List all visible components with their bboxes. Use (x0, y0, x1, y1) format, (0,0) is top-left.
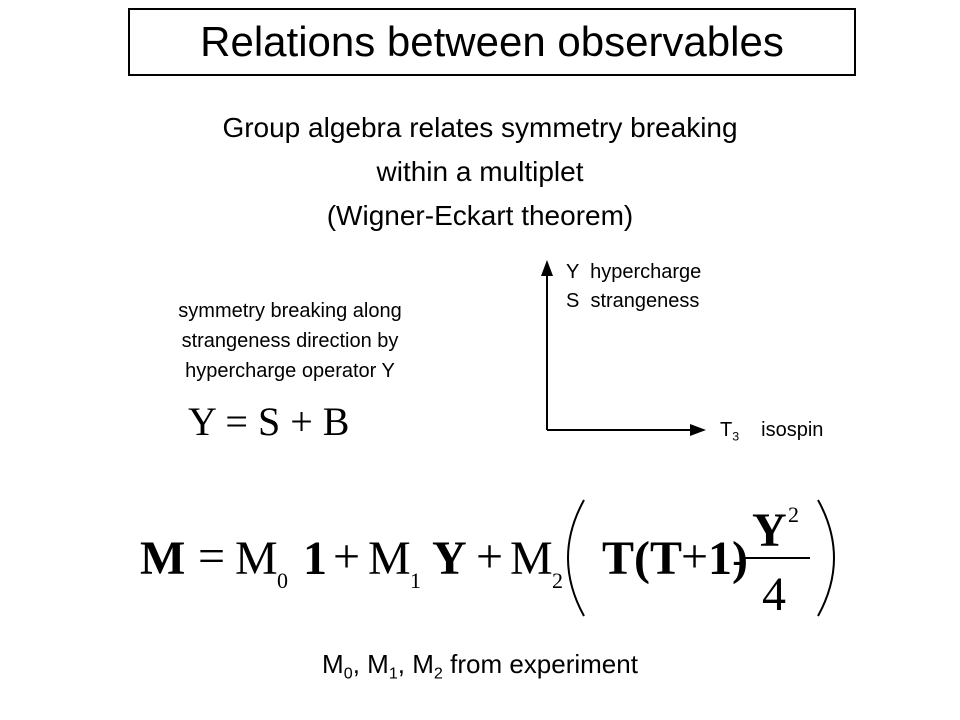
subtitle-line-2: within a multiplet (376, 156, 584, 187)
formula-m0: M (235, 532, 278, 585)
mass-formula: M = M 0 1 + M 1 Y + M 2 T(T + 1) - Y 2 4 (140, 499, 835, 621)
footer-note: M0, M1, M2 from experiment (0, 649, 960, 683)
symmetry-line-2: strangeness direction by (181, 330, 399, 352)
y-axis-label-hypercharge: Y hypercharge (566, 261, 702, 283)
formula-numerator-exp: 2 (788, 502, 799, 527)
slide-title: Relations between observables (200, 18, 784, 65)
formula-m2-sub: 2 (552, 568, 563, 593)
symmetry-line-3: hypercharge operator Y (185, 360, 395, 382)
footer-m1: M (367, 649, 389, 679)
formula-y: Y (432, 532, 467, 585)
formula-m2: M (510, 532, 553, 585)
subtitle: Group algebra relates symmetry breaking … (0, 106, 960, 238)
x-axis-label: T3 isospin (720, 419, 824, 444)
x-axis-text: isospin (761, 419, 824, 441)
formula-m0-sub: 0 (277, 568, 288, 593)
formula-minus: - (732, 539, 745, 583)
formula-equals: = (198, 530, 225, 583)
formula-t-term: T(T (602, 532, 682, 585)
y-axis-label-strangeness: S strangeness (566, 290, 700, 312)
x-axis-subscript: 3 (732, 429, 740, 444)
symmetry-breaking-text: symmetry breaking along strangeness dire… (120, 296, 460, 386)
formula-numerator-y: Y (752, 504, 787, 557)
x-axis-arrowhead (690, 424, 706, 436)
y-axis-label: Y hypercharge S strangeness (566, 258, 701, 316)
formula-plus-3: + (681, 530, 708, 583)
formula-t-one: 1) (708, 532, 748, 585)
formula-one: 1 (303, 532, 327, 585)
formula-mass-lhs: M (140, 532, 185, 585)
footer-m0-sub: 0 (343, 664, 353, 683)
formula-m1-sub: 1 (410, 568, 421, 593)
footer-sep-2: , (397, 649, 413, 679)
subtitle-line-3: (Wigner-Eckart theorem) (326, 200, 634, 231)
footer-m1-sub: 1 (388, 664, 398, 683)
formula-left-paren (567, 499, 585, 617)
formula-plus-1: + (333, 530, 360, 583)
footer-m2-sub: 2 (433, 664, 443, 683)
axes-diagram (541, 260, 706, 436)
footer-text: from experiment (442, 649, 638, 679)
subtitle-line-1: Group algebra relates symmetry breaking (222, 112, 738, 143)
footer-m2: M (412, 649, 434, 679)
symmetry-line-1: symmetry breaking along (178, 300, 402, 322)
formula-m1: M (368, 532, 411, 585)
title-box: Relations between observables (128, 8, 856, 76)
formula-plus-2: + (476, 530, 503, 583)
footer-sep-1: , (352, 649, 368, 679)
hypercharge-equation: Y = S + B (188, 399, 350, 444)
formula-denominator: 4 (762, 568, 786, 621)
x-axis-symbol: T (720, 419, 733, 441)
formula-right-paren (817, 499, 835, 617)
y-axis-arrowhead (541, 260, 553, 276)
footer-m0: M (322, 649, 344, 679)
